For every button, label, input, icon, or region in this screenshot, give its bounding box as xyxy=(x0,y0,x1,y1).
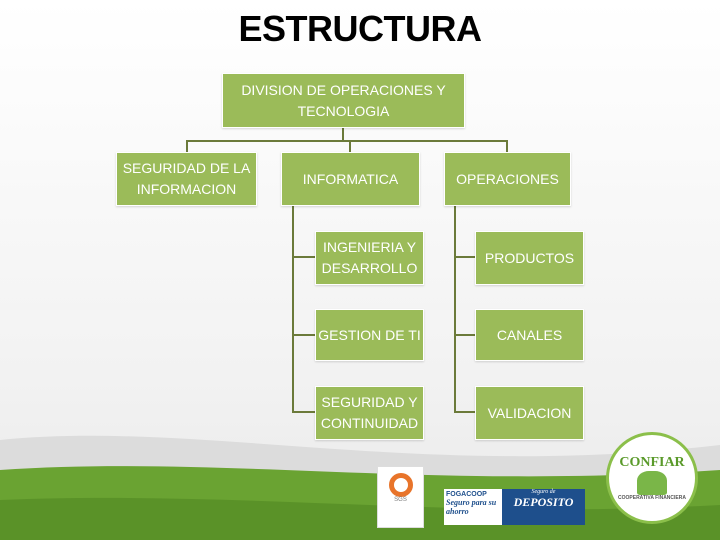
org-box-productos: PRODUCTOS xyxy=(475,231,584,285)
sgs-logo: SGS xyxy=(377,466,424,528)
connector xyxy=(292,205,294,413)
connector xyxy=(454,256,475,258)
connector xyxy=(454,411,475,413)
connector xyxy=(342,127,344,141)
confiar-logo: CONFIAR COOPERATIVA FINANCIERA xyxy=(606,432,698,524)
connector xyxy=(506,140,508,152)
connector xyxy=(292,411,315,413)
org-box-validacion: VALIDACION xyxy=(475,386,584,440)
connector xyxy=(186,140,188,152)
org-box-seguridad-continuidad: SEGURIDAD Y CONTINUIDAD xyxy=(315,386,424,440)
fogacoop-logo: FOGACOOP Seguro para su ahorro Seguro de… xyxy=(444,489,585,525)
org-box-gestion-ti: GESTION DE TI xyxy=(315,309,424,361)
org-box-ingenieria-desarrollo: INGENIERIA Y DESARROLLO xyxy=(315,231,424,285)
connector xyxy=(349,140,351,152)
connector xyxy=(292,334,315,336)
org-box-seguridad-informacion: SEGURIDAD DE LA INFORMACION xyxy=(116,152,257,206)
connector xyxy=(186,140,508,142)
connector xyxy=(292,256,315,258)
org-box-root: DIVISION DE OPERACIONES Y TECNOLOGIA xyxy=(222,73,465,128)
connector xyxy=(454,334,475,336)
connector xyxy=(454,205,456,413)
org-box-informatica: INFORMATICA xyxy=(281,152,420,206)
org-box-canales: CANALES xyxy=(475,309,584,361)
page-title: ESTRUCTURA xyxy=(238,8,483,49)
org-box-operaciones: OPERACIONES xyxy=(444,152,571,206)
